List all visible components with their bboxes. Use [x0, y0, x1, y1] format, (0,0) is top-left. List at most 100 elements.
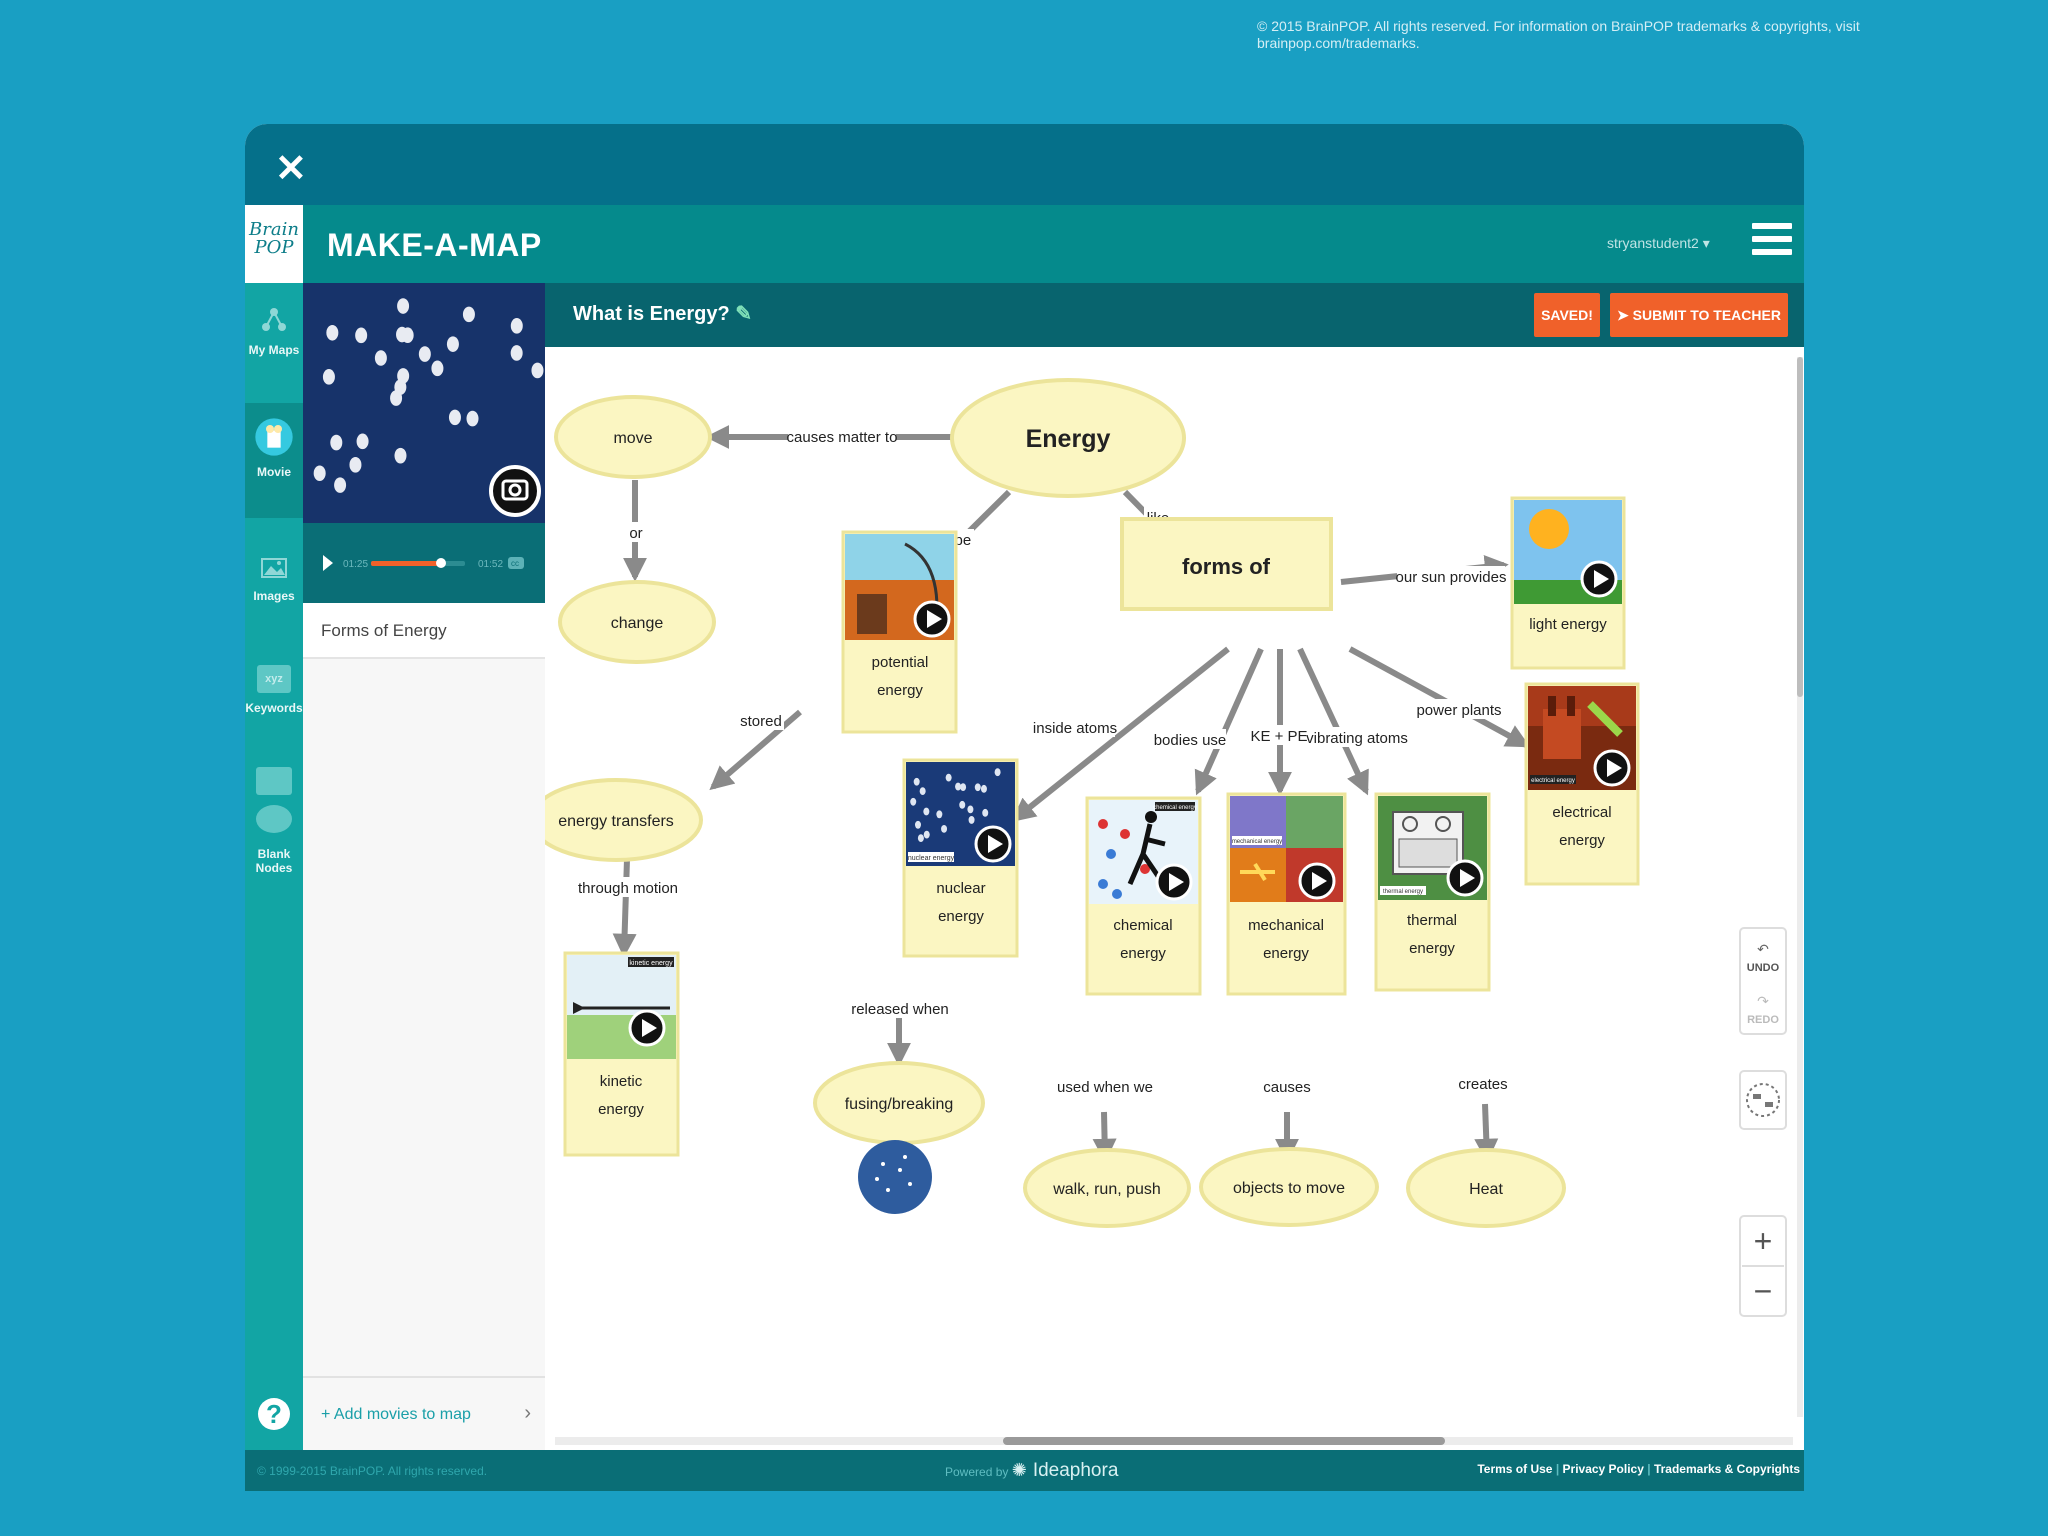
rail-my-maps[interactable]: My Maps	[245, 305, 303, 357]
undo-icon: ↶	[1757, 941, 1769, 957]
node-label: kinetic	[600, 1073, 643, 1090]
concept-map-canvas[interactable]: causes matter to or type like our sun pr…	[545, 347, 1804, 1450]
particle	[955, 782, 962, 791]
particle	[510, 345, 523, 361]
redo-icon: ↷	[1757, 993, 1769, 1009]
node-mechanical-energy[interactable]: mechanical energy mechanical energy	[1226, 792, 1347, 996]
node-move[interactable]: move	[554, 395, 712, 479]
node-energy-transfers[interactable]: energy transfers	[545, 778, 703, 862]
link-label[interactable]: used when we	[1057, 1079, 1153, 1096]
particle	[397, 298, 410, 314]
rail-movie[interactable]: Movie	[245, 403, 303, 518]
hamburger-menu-icon[interactable]	[1752, 223, 1792, 263]
username: stryanstudent2	[1607, 235, 1699, 251]
add-movies-button[interactable]: + Add movies to map ›	[303, 1376, 545, 1450]
cc-label: cc	[511, 559, 519, 568]
time-elapsed: 01:25	[343, 559, 368, 570]
oval-node-icon	[256, 805, 292, 833]
terms-of-use-link[interactable]: Terms of Use	[1477, 1462, 1553, 1476]
node-potential-energy[interactable]: potential energy	[841, 530, 958, 734]
close-icon[interactable]: ✕	[275, 148, 307, 190]
redo-button[interactable]: ↷ REDO	[1747, 993, 1779, 1026]
auto-layout-button[interactable]	[1739, 1070, 1787, 1130]
node-nuclear-energy[interactable]: nuclear energy nuclear energy	[902, 758, 1019, 958]
movie-player[interactable]	[303, 283, 545, 523]
help-icon[interactable]: ?	[258, 1398, 290, 1430]
user-menu[interactable]: stryanstudent2 ▾	[1607, 235, 1710, 252]
pencil-icon[interactable]: ✎	[735, 303, 753, 325]
link-label[interactable]: stored	[740, 713, 782, 730]
node-chemical-energy[interactable]: chemical energy chemical energy	[1085, 796, 1202, 996]
link-label[interactable]: KE + PE	[1250, 728, 1307, 745]
link-label[interactable]: creates	[1458, 1076, 1507, 1093]
play-icon[interactable]	[323, 555, 333, 571]
zoom-in-button[interactable]: +	[1754, 1223, 1773, 1259]
node-forms-of[interactable]: forms of	[1120, 517, 1333, 611]
node-change[interactable]: change	[558, 580, 716, 664]
modal-top-bar: ✕	[245, 124, 1804, 205]
submit-to-teacher-button[interactable]: ➤ SUBMIT TO TEACHER	[1610, 293, 1788, 337]
movie-list-item[interactable]: Forms of Energy	[303, 603, 545, 659]
rail-keywords[interactable]: xyz Keywords	[245, 665, 303, 715]
node-label: forms of	[1182, 554, 1271, 579]
node-walk-run-push[interactable]: walk, run, push	[1023, 1148, 1191, 1228]
particle	[446, 336, 459, 352]
node-label: energy	[1120, 945, 1166, 962]
horizontal-scrollbar-thumb[interactable]	[1003, 1437, 1445, 1445]
image-badge: mechanical energy	[1232, 839, 1282, 845]
node-label: mechanical	[1248, 917, 1324, 934]
link-label[interactable]: causes	[1263, 1079, 1311, 1096]
node-light-energy[interactable]: light energy	[1510, 496, 1626, 670]
zoom-out-button[interactable]: −	[1754, 1273, 1773, 1309]
privacy-policy-link[interactable]: Privacy Policy	[1562, 1462, 1644, 1476]
submit-label: SUBMIT TO TEACHER	[1632, 307, 1781, 323]
closed-caption-icon[interactable]	[508, 557, 524, 569]
node-fusing-breaking[interactable]: fusing/breaking	[813, 1061, 985, 1145]
link-label[interactable]: inside atoms	[1033, 720, 1117, 737]
link-label[interactable]: causes matter to	[787, 429, 898, 446]
vertical-scrollbar-thumb[interactable]	[1797, 357, 1803, 697]
rail-label: My Maps	[248, 343, 300, 357]
saved-button[interactable]: SAVED!	[1534, 293, 1600, 337]
link-label[interactable]: power plants	[1416, 702, 1501, 719]
particle	[397, 368, 410, 384]
rail-blank-nodes[interactable]: Blank Nodes	[245, 767, 303, 875]
edge-labels: causes matter to or type like our sun pr…	[578, 426, 1511, 1096]
zoom-control: + −	[1739, 1215, 1787, 1317]
link-label[interactable]: bodies use	[1154, 732, 1227, 749]
node-objects-to-move[interactable]: objects to move	[1199, 1147, 1379, 1227]
vertical-scrollbar-track[interactable]	[1797, 357, 1803, 1417]
send-icon: ➤	[1617, 307, 1629, 323]
map-title[interactable]: What is Energy? ✎	[573, 301, 752, 326]
node-label: Heat	[1469, 1181, 1503, 1198]
node-label: potential	[872, 654, 929, 671]
image-badge: kinetic energy	[629, 960, 673, 967]
node-energy[interactable]: Energy	[950, 378, 1186, 498]
undo-button[interactable]: ↶ UNDO	[1747, 941, 1780, 974]
node-electrical-energy[interactable]: electrical energy electrical energy	[1524, 682, 1640, 886]
node-heat[interactable]: Heat	[1406, 1148, 1566, 1228]
particle	[418, 346, 431, 362]
node-label: move	[613, 430, 652, 447]
rail-images[interactable]: Images	[245, 551, 303, 603]
link-label[interactable]: released when	[851, 1001, 949, 1018]
left-tool-rail: My Maps Movie Images xyz Keywords Blank …	[245, 283, 303, 1450]
brainpop-logo[interactable]: Brain POP	[245, 205, 303, 283]
camera-icon[interactable]	[489, 465, 541, 517]
particle	[313, 465, 326, 482]
link-label[interactable]: our sun provides	[1396, 569, 1507, 586]
link-label[interactable]: or	[629, 525, 642, 542]
link-label[interactable]: vibrating atoms	[1306, 730, 1408, 747]
link-label[interactable]: through motion	[578, 880, 678, 897]
ideaphora-brand[interactable]: Ideaphora	[1032, 1460, 1119, 1481]
progress-handle[interactable]	[436, 558, 446, 568]
node-label: energy	[1263, 945, 1309, 962]
node-kinetic-energy[interactable]: kinetic energy kinetic energy	[563, 951, 680, 1157]
node-thermal-energy[interactable]: thermal energy thermal energy	[1374, 792, 1491, 992]
nuclear-asteroid-image[interactable]	[858, 1140, 932, 1214]
rail-label: Blank	[257, 847, 291, 861]
particle	[960, 783, 967, 792]
image-icon	[261, 558, 287, 578]
trademarks-link[interactable]: Trademarks & Copyrights	[1653, 1462, 1800, 1476]
node-label: walk, run, push	[1052, 1181, 1161, 1198]
